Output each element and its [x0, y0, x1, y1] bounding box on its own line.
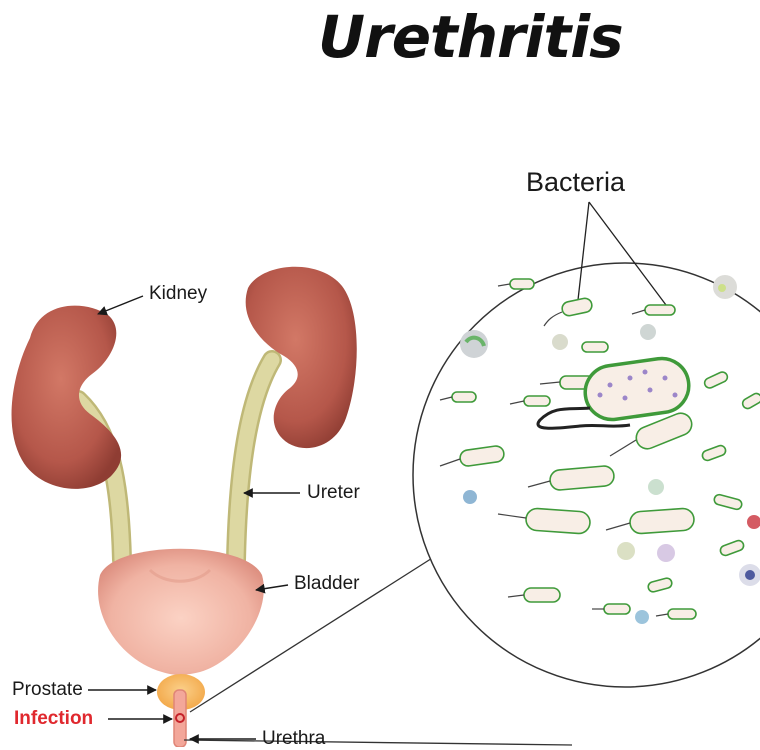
right-kidney — [245, 266, 357, 449]
label-kidney: Kidney — [149, 283, 208, 304]
label-bladder: Bladder — [294, 573, 360, 594]
label-urethra: Urethra — [262, 728, 326, 749]
right-ureter-fill — [228, 352, 280, 568]
label-ureter: Ureter — [307, 482, 360, 503]
label-bacteria: Bacteria — [526, 167, 626, 197]
bladder — [98, 548, 264, 675]
page-title: Urethritis — [318, 3, 624, 71]
urethra — [173, 689, 187, 747]
label-prostate: Prostate — [12, 679, 83, 700]
blood-cells — [460, 275, 760, 624]
infection-site — [175, 713, 185, 723]
large-bacterium — [583, 356, 691, 422]
left-kidney — [11, 305, 122, 489]
bacteria-cluster — [451, 278, 760, 620]
label-infection: Infection — [14, 708, 94, 729]
